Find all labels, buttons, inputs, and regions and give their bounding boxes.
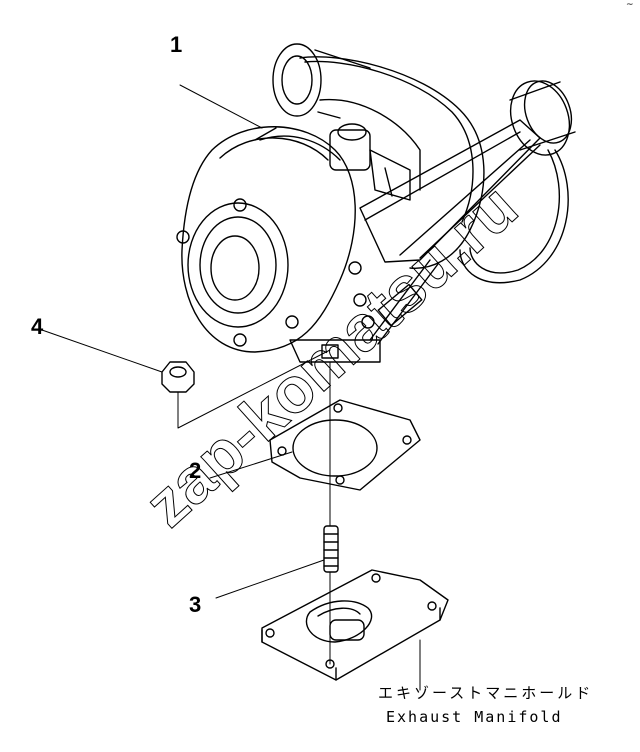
callout-1: 1 — [170, 32, 183, 57]
callout-3: 3 — [189, 592, 202, 617]
callout-4: 4 — [31, 314, 44, 339]
nut-part — [161, 361, 195, 393]
turbocharger-part — [176, 43, 576, 363]
leader-lines — [41, 84, 421, 691]
gasket-part — [269, 399, 421, 491]
caption-english: Exhaust Manifold — [386, 708, 563, 726]
caption-japanese: エキゾーストマニホールド — [378, 684, 594, 702]
stud-part — [323, 525, 339, 573]
callout-2: 2 — [189, 458, 202, 483]
corner-mark: ~ — [626, 0, 634, 10]
